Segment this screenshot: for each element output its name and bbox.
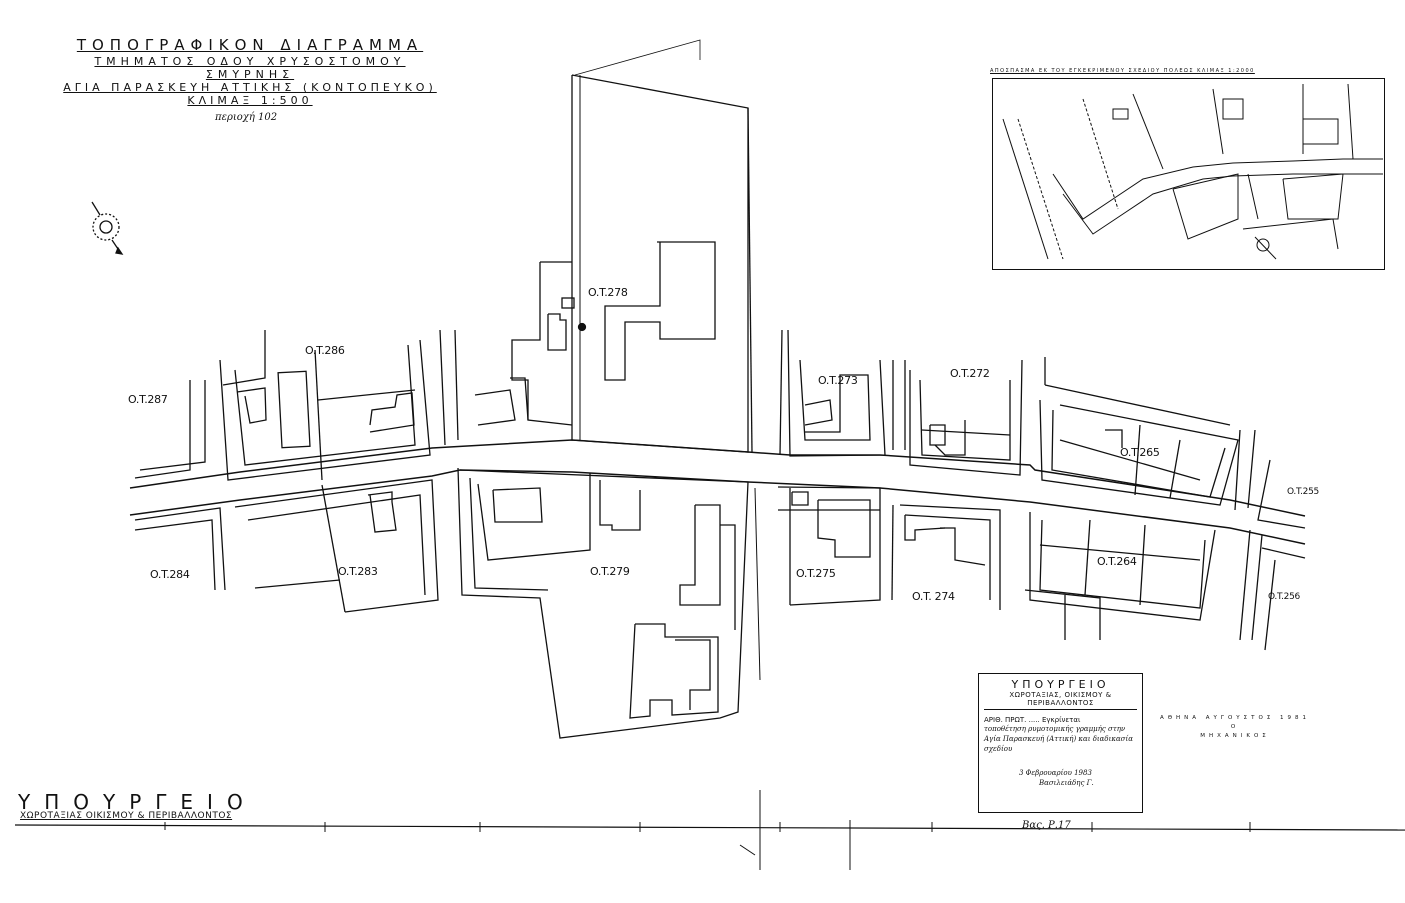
stamp-date: 3 Φεβρουαρίου 1983 <box>1019 769 1092 777</box>
approval-stamp: ΥΠΟΥΡΓΕΙΟ ΧΩΡΟΤΑΞΙΑΣ, ΟΙΚΙΣΜΟΥ & ΠΕΡΙΒΑΛ… <box>978 673 1143 813</box>
block-label: O.T. 274 <box>912 590 955 603</box>
stamp-ministry: ΥΠΟΥΡΓΕΙΟ <box>1011 678 1110 691</box>
scale-label: ΚΛΙΜΑΞ 1:500 <box>187 94 313 107</box>
place-date: ΑΘΗΝΑ ΑΥΓΟΥΣΤΟΣ 1981 <box>1159 715 1311 721</box>
block-label: O.T.273 <box>818 374 858 387</box>
block-label: O.T.286 <box>305 344 345 357</box>
block-label: O.T.284 <box>150 568 190 581</box>
stamp-ministry-full: ΧΩΡΟΤΑΞΙΑΣ, ΟΙΚΙΣΜΟΥ & ΠΕΡΙΒΑΛΛΟΝΤΟΣ <box>984 691 1137 710</box>
north-arrow-icon <box>91 201 124 255</box>
inset-title: ΑΠΟΣΠΑΣΜΑ ΕΚ ΤΟΥ ΕΓΚΕΚΡΙΜΕΝΟΥ ΣΧΕΔΙΟΥ ΠΟ… <box>990 68 1255 74</box>
street-name: ΤΜΗΜΑΤΟΣ ΟΔΟΥ ΧΡΥΣΟΣΤΟΜΟΥ ΣΜΥΡΝΗΣ <box>94 55 406 81</box>
engineer-signature-block: ΑΘΗΝΑ ΑΥΓΟΥΣΤΟΣ 1981 Ο ΜΗΧΑΝΙΚΟΣ <box>1150 714 1320 741</box>
stamp-signer: Βασιλειάδης Γ. <box>1039 779 1094 787</box>
block-label: O.T.265 <box>1120 446 1160 459</box>
article: Ο <box>1230 724 1240 730</box>
block-label: O.T.287 <box>128 393 168 406</box>
area-number: περιοχή 102 <box>215 112 278 123</box>
handwritten-signature: Βας. Ρ.17 <box>1022 820 1071 831</box>
block-label: O.T.283 <box>338 565 378 578</box>
block-label: O.T.275 <box>796 567 836 580</box>
inset-map <box>992 78 1385 270</box>
location: ΑΓΙΑ ΠΑΡΑΣΚΕΥΗ ΑΤΤΙΚΗΣ (ΚΟΝΤΟΠΕΥΚΟ) <box>63 81 437 94</box>
ministry-subheading: ΧΩΡΟΤΑΞΙΑΣ ΟΙΚΙΣΜΟΥ & ΠΕΡΙΒΑΛΛΟΝΤΟΣ <box>20 811 233 821</box>
title-block: ΤΟΠΟΓΡΑΦΙΚΟΝ ΔΙΑΓΡΑΜΜΑ ΤΜΗΜΑΤΟΣ ΟΔΟΥ ΧΡΥ… <box>50 36 450 107</box>
inset-map-drawing <box>1002 83 1383 260</box>
stamp-handwritten-text: τοποθέτηση ρυμοτομικής γραμμής στην Αγία… <box>984 725 1133 753</box>
ministry-heading: ΥΠΟΥΡΓΕΙΟ <box>18 790 257 814</box>
block-label: O.T.278 <box>588 286 628 299</box>
block-label: O.T.256 <box>1268 592 1300 602</box>
block-label: O.T.279 <box>590 565 630 578</box>
block-label: O.T.264 <box>1097 555 1137 568</box>
block-label: O.T.255 <box>1287 487 1319 497</box>
engineer-label: ΜΗΧΑΝΙΚΟΣ <box>1200 733 1270 739</box>
drawing-title: ΤΟΠΟΓΡΑΦΙΚΟΝ ΔΙΑΓΡΑΜΜΑ <box>76 36 424 54</box>
stamp-protocol: ΑΡΙΘ. ΠΡΩΤ. ..... Εγκρίνεται <box>984 716 1081 724</box>
block-label: O.T.272 <box>950 367 990 380</box>
